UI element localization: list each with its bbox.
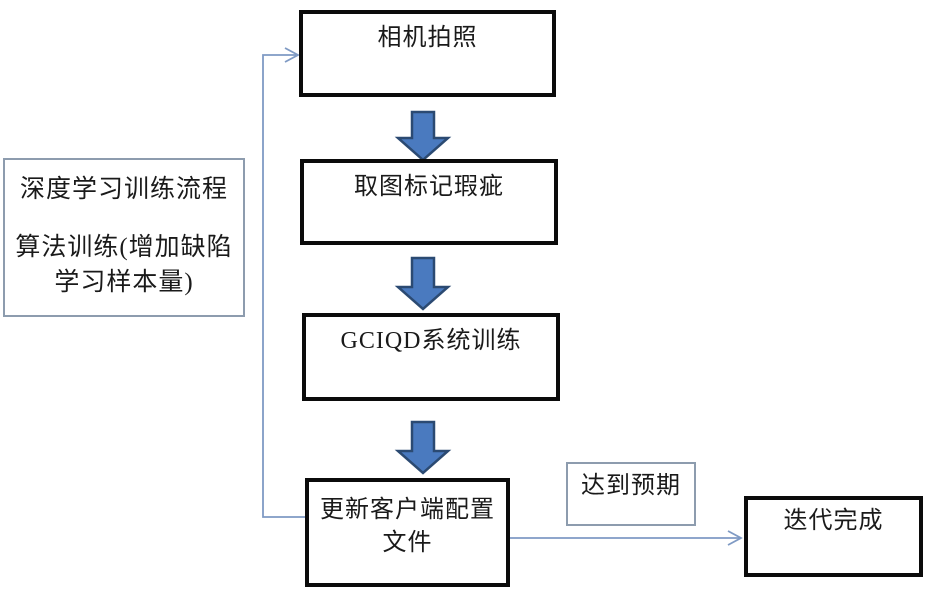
node-sidenote-line-3: 学习样本量) (54, 269, 194, 296)
node-expect-label: 达到预期 (581, 473, 681, 499)
down-block-arrow-2 (394, 256, 452, 311)
down-block-arrow-1 (394, 110, 452, 162)
node-done-label: 迭代完成 (783, 508, 884, 534)
feedback-connector-arrowhead (284, 47, 300, 63)
node-gciqd-label: GCIQD系统训练 (340, 328, 522, 354)
node-camera: 相机拍照 (299, 10, 556, 97)
node-camera-label: 相机拍照 (377, 25, 478, 51)
done-connector-arrowhead (727, 530, 743, 546)
down-block-arrow-3 (394, 420, 452, 475)
node-sidenote-line-2: 算法训练(增加缺陷 (15, 234, 233, 261)
node-sidenote-line-1: 深度学习训练流程 (19, 176, 228, 203)
node-sidenote: 深度学习训练流程 算法训练(增加缺陷 学习样本量) (3, 158, 245, 317)
node-done: 迭代完成 (744, 496, 923, 577)
feedback-connector-line (262, 54, 305, 518)
node-gciqd: GCIQD系统训练 (302, 313, 560, 401)
node-capture: 取图标记瑕疵 (300, 159, 558, 245)
node-update: 更新客户端配置 文件 (305, 478, 510, 587)
node-update-label-line-2: 文件 (382, 530, 433, 556)
node-update-label-line-1: 更新客户端配置 (320, 497, 495, 523)
node-expect: 达到预期 (566, 462, 696, 526)
node-capture-label: 取图标记瑕疵 (354, 174, 504, 200)
